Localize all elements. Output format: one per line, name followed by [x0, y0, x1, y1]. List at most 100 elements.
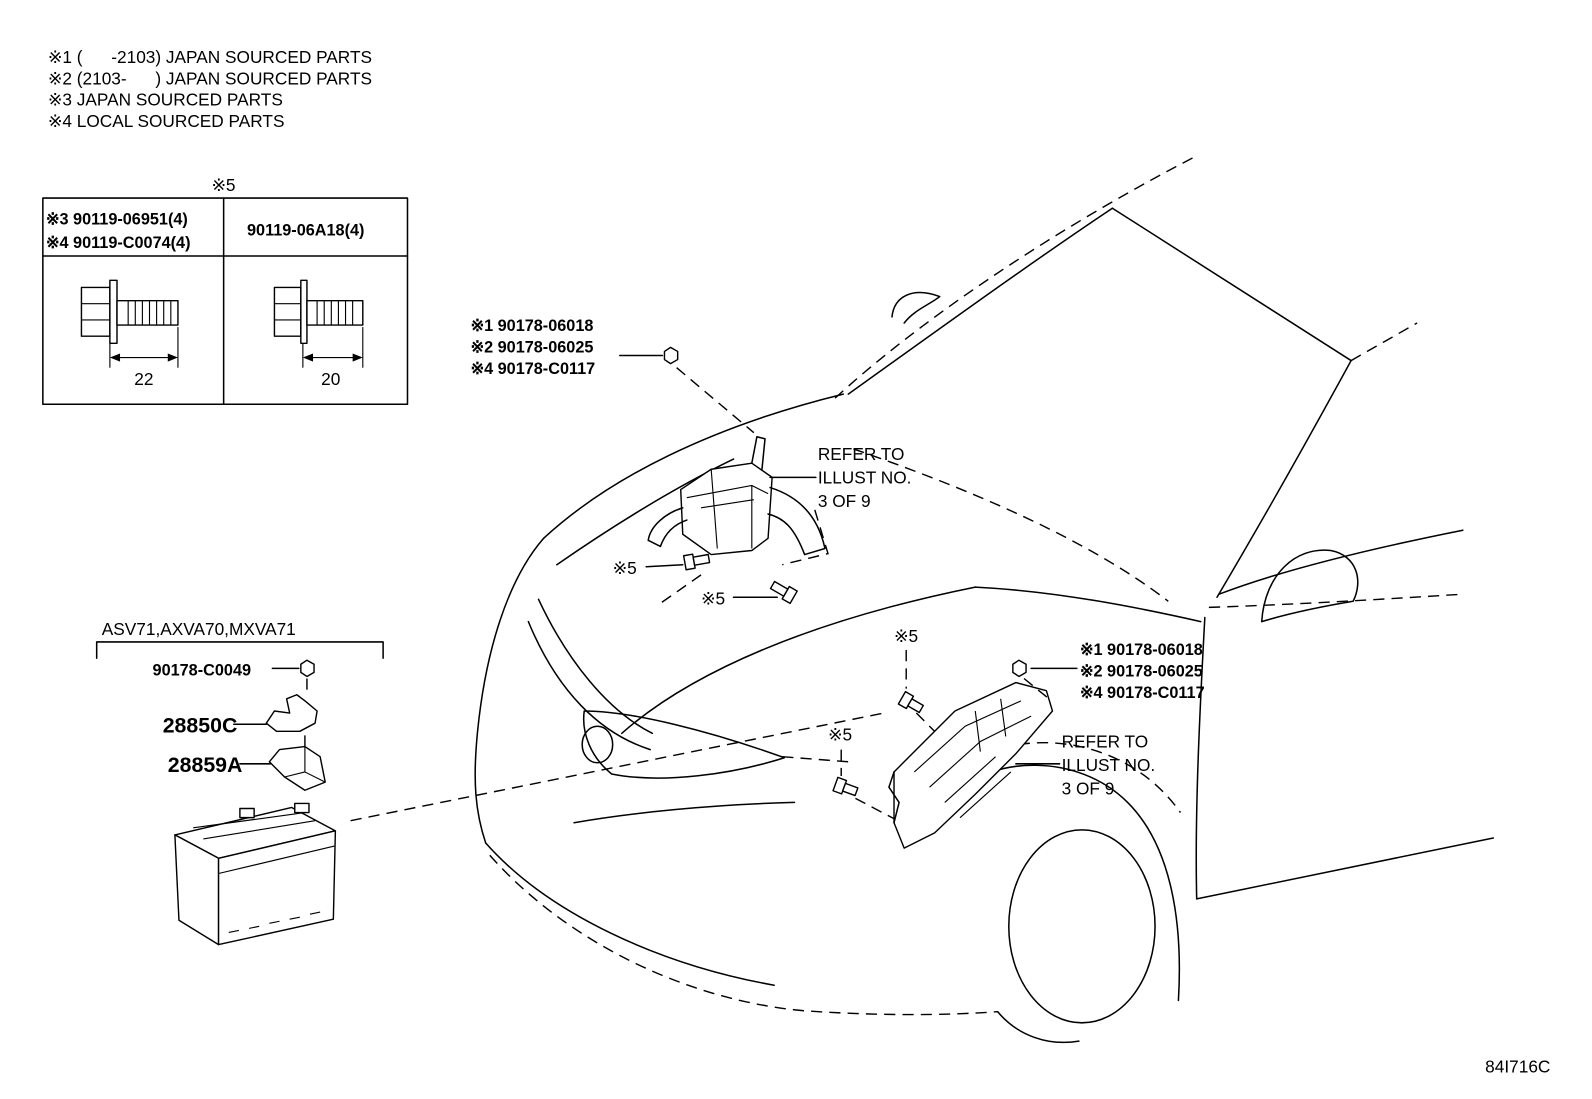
front-bumper-lower: [484, 842, 775, 987]
upper-fuse-bracket: [680, 462, 773, 556]
upper-nut-part-1: ※1 90178-06018: [470, 317, 593, 335]
legend-line-1: ※1 ( -2103) JAPAN SOURCED PARTS: [48, 47, 372, 67]
battery-clamp-part: 28850C: [163, 713, 238, 737]
windshield-left-edge: [834, 156, 1194, 399]
upper-bracket-mount-line: [782, 509, 829, 566]
headlight: [582, 710, 786, 779]
lower-nut-install-line: [1023, 677, 1052, 702]
roof-rear-edge: [1350, 322, 1418, 362]
battery-models-bracket: [95, 641, 384, 659]
cowl-line: [853, 448, 1169, 602]
bolt-shank: [116, 299, 179, 326]
bolt-shank: [841, 782, 859, 797]
upper-nut-icon: [663, 346, 679, 365]
door-window-line: [1218, 529, 1464, 595]
bolt-head: [80, 286, 111, 337]
lower-nut-part-3: ※4 90178-C0117: [1080, 684, 1205, 702]
bolt-table-col1-line1: ※3 90119-06951(4): [46, 210, 188, 228]
upper-refer-line-3: 3 OF 9: [818, 491, 871, 511]
upper-nut-part-3: ※4 90178-C0117: [470, 360, 595, 378]
grille-line-upper: [537, 598, 654, 735]
battery-front-face: [217, 830, 337, 946]
lower-nut-icon: [1012, 659, 1027, 678]
bolt-shank: [907, 698, 925, 714]
lower-relay-block: [893, 681, 1054, 849]
bolt-shank: [306, 299, 364, 326]
front-emblem: [581, 725, 614, 764]
lower-bolt-a-mark: ※5: [894, 626, 918, 646]
bolt-table: ※5 ※3 90119-06951(4) ※4 90119-C0074(4) 9…: [42, 175, 409, 406]
upper-bracket-left-arm: [647, 507, 688, 548]
lower-refer-line-3: 3 OF 9: [1062, 778, 1115, 798]
battery-nut-icon: [300, 659, 315, 678]
flange-bolt-icon-20: 20: [273, 279, 364, 389]
front-wheel: [1008, 829, 1156, 1024]
windshield-inner-edge: [847, 207, 1114, 395]
upper-bracket-post: [751, 435, 766, 471]
wheel-arch: [954, 764, 1181, 1002]
car-body: [474, 156, 1495, 1044]
lower-refer-line-2: ILLUST NO.: [1062, 755, 1156, 775]
legend-line-3: ※3 JAPAN SOURCED PARTS: [48, 90, 283, 110]
battery-icon: [174, 802, 337, 946]
battery-terminal-right: [294, 802, 310, 814]
grille-line-lower: [527, 620, 652, 751]
bolt-head: [273, 286, 302, 337]
bolt-shank: [769, 580, 789, 597]
bolt-table-mark: ※5: [211, 175, 235, 195]
legend: ※1 ( -2103) JAPAN SOURCED PARTS ※2 (2103…: [48, 47, 372, 131]
dimension-arrow-left: [302, 353, 314, 362]
upper-bracket-group: ※1 90178-06018 ※2 90178-06025 ※4 90178-C…: [470, 317, 911, 608]
upper-bolt-a-mark: ※5: [613, 558, 637, 578]
battery-nut-part: 90178-C0049: [153, 661, 251, 679]
battery-tray-detail: [284, 746, 326, 783]
upper-bolt-b-icon: [769, 580, 798, 605]
upper-bolt-b-mark: ※5: [701, 588, 725, 608]
fender-top-line: [974, 586, 1202, 623]
bolt-thread: [127, 300, 172, 326]
lower-bolt-a-mount-line: [915, 712, 938, 734]
dimension-arrow-left: [109, 353, 121, 362]
side-mirror: [1260, 549, 1359, 623]
battery-top-detail: [193, 812, 316, 840]
diagram-id: 84I716C: [1485, 1057, 1550, 1077]
legend-line-4: ※4 LOCAL SOURCED PARTS: [48, 111, 285, 131]
bolt-flange: [109, 279, 118, 345]
bolt-table-col2-part: 90119-06A18(4): [247, 222, 364, 240]
battery-lid-line: [218, 845, 335, 875]
lower-bolt-b-mark: ※5: [828, 724, 852, 744]
a-pillar-right: [1216, 359, 1352, 599]
upper-bracket-right-arm: [767, 486, 826, 556]
upper-refer-line-2: ILLUST NO.: [818, 467, 912, 487]
upper-bolt-a-icon: [682, 553, 711, 571]
bolt-shank: [692, 553, 711, 566]
upper-refer-line-1: REFER TO: [818, 444, 905, 464]
lower-block-group: ※5 ※1 90178-06018 ※2 90178-06025 ※4 9017…: [782, 626, 1205, 849]
lower-bolt-b-mount-line: [855, 797, 895, 820]
lower-bolt-b-icon: [832, 776, 859, 797]
battery-base-marks: [228, 911, 321, 933]
battery-tray-part: 28859A: [168, 753, 243, 777]
side-sill: [1195, 837, 1495, 900]
lower-nut-part-1: ※1 90178-06018: [1080, 641, 1203, 659]
upper-bolt-a-install-line: [659, 574, 702, 604]
battery-models: ASV71,AXVA70,MXVA71: [102, 619, 296, 639]
bolt-table-col1-line2: ※4 90119-C0074(4): [46, 234, 191, 252]
bolt-length-22: 22: [134, 369, 153, 389]
upper-fuse-bracket-detail: [686, 469, 769, 549]
lower-block-locator-line: [782, 755, 849, 763]
rearview-mirror: [891, 291, 941, 324]
dimension-arrow-right: [352, 353, 363, 362]
lower-relay-block-tab: [888, 771, 900, 824]
hood-leading-edge: [542, 393, 844, 540]
bolt-thread: [316, 300, 354, 326]
upper-nut-install-line: [676, 367, 755, 434]
beltline: [1208, 593, 1463, 609]
lower-body-line: [996, 1010, 1080, 1044]
battery-terminal-left: [239, 807, 255, 819]
bolt-table-border: [42, 197, 409, 406]
battery-install-line: [350, 712, 884, 822]
front-face-outline: [474, 537, 545, 844]
battery-group: ASV71,AXVA70,MXVA71 90178-C0049 28850C 2…: [95, 619, 884, 946]
